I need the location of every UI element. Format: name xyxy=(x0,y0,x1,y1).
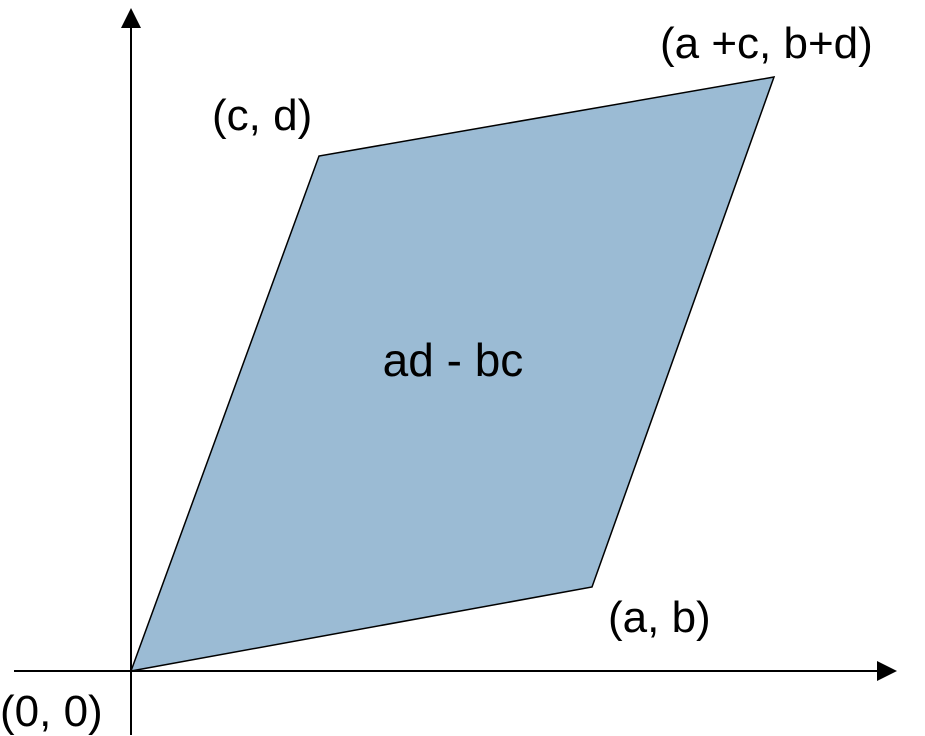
label-vector-cd: (c, d) xyxy=(212,91,312,140)
parallelogram xyxy=(129,76,776,672)
label-area: ad - bc xyxy=(383,334,524,386)
label-origin: (0, 0) xyxy=(0,687,103,736)
label-sum: (a +c, b+d) xyxy=(660,19,873,68)
x-axis-arrow xyxy=(877,661,897,681)
y-axis-arrow xyxy=(121,8,141,28)
label-vector-ab: (a, b) xyxy=(608,593,711,642)
